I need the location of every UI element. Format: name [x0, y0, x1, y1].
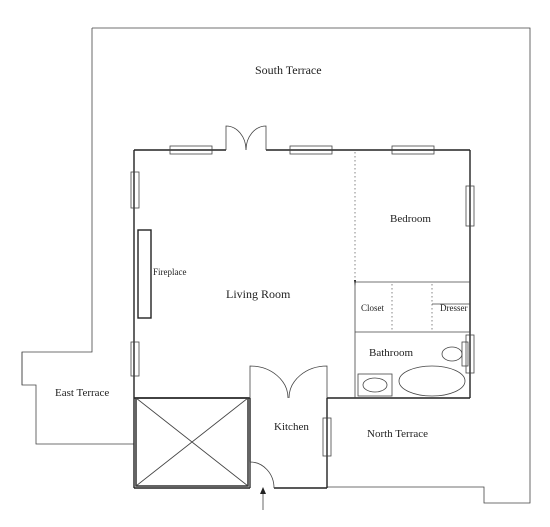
kitchen-window: [322, 417, 332, 457]
sink-basin: [362, 377, 388, 393]
north-terrace-label: North Terrace: [367, 428, 428, 440]
window-east-1: [465, 185, 475, 227]
window-west-2: [130, 341, 140, 377]
window-south-2: [289, 145, 333, 155]
bathroom-label: Bathroom: [369, 347, 413, 359]
fireplace-hearth: [137, 229, 152, 319]
kitchen-label: Kitchen: [274, 421, 309, 433]
bathtub: [398, 365, 466, 397]
living-room-label: Living Room: [226, 287, 291, 301]
window-south-1: [169, 145, 213, 155]
south-terrace-label: South Terrace: [255, 63, 322, 77]
entrance-door: [249, 461, 275, 489]
house-wall-bottom-north: [134, 398, 328, 489]
terrace-boundary-west: [21, 28, 134, 445]
kitchen-door-left: [249, 365, 289, 399]
south-door-right: [245, 125, 267, 151]
fireplace-label: Fireplace: [153, 267, 186, 277]
kitchen-door-right: [288, 365, 328, 399]
window-south-3: [391, 145, 435, 155]
window-east-2: [465, 334, 475, 374]
closet-divider: [391, 284, 433, 330]
window-west-1: [130, 171, 140, 209]
stair-void-cross: [135, 397, 249, 487]
entrance-arrow-head: [260, 487, 266, 494]
bedroom-marker: [354, 280, 356, 286]
stair-void: [135, 397, 249, 487]
toilet-tank: [461, 341, 469, 367]
sink: [357, 373, 393, 397]
terrace-boundary: [92, 27, 531, 504]
south-door-left: [225, 125, 247, 151]
east-terrace-label: East Terrace: [55, 387, 109, 399]
dresser-label: Dresser: [440, 303, 468, 313]
toilet: [441, 346, 463, 362]
bedroom-label: Bedroom: [390, 213, 431, 225]
closet-label: Closet: [361, 303, 385, 313]
